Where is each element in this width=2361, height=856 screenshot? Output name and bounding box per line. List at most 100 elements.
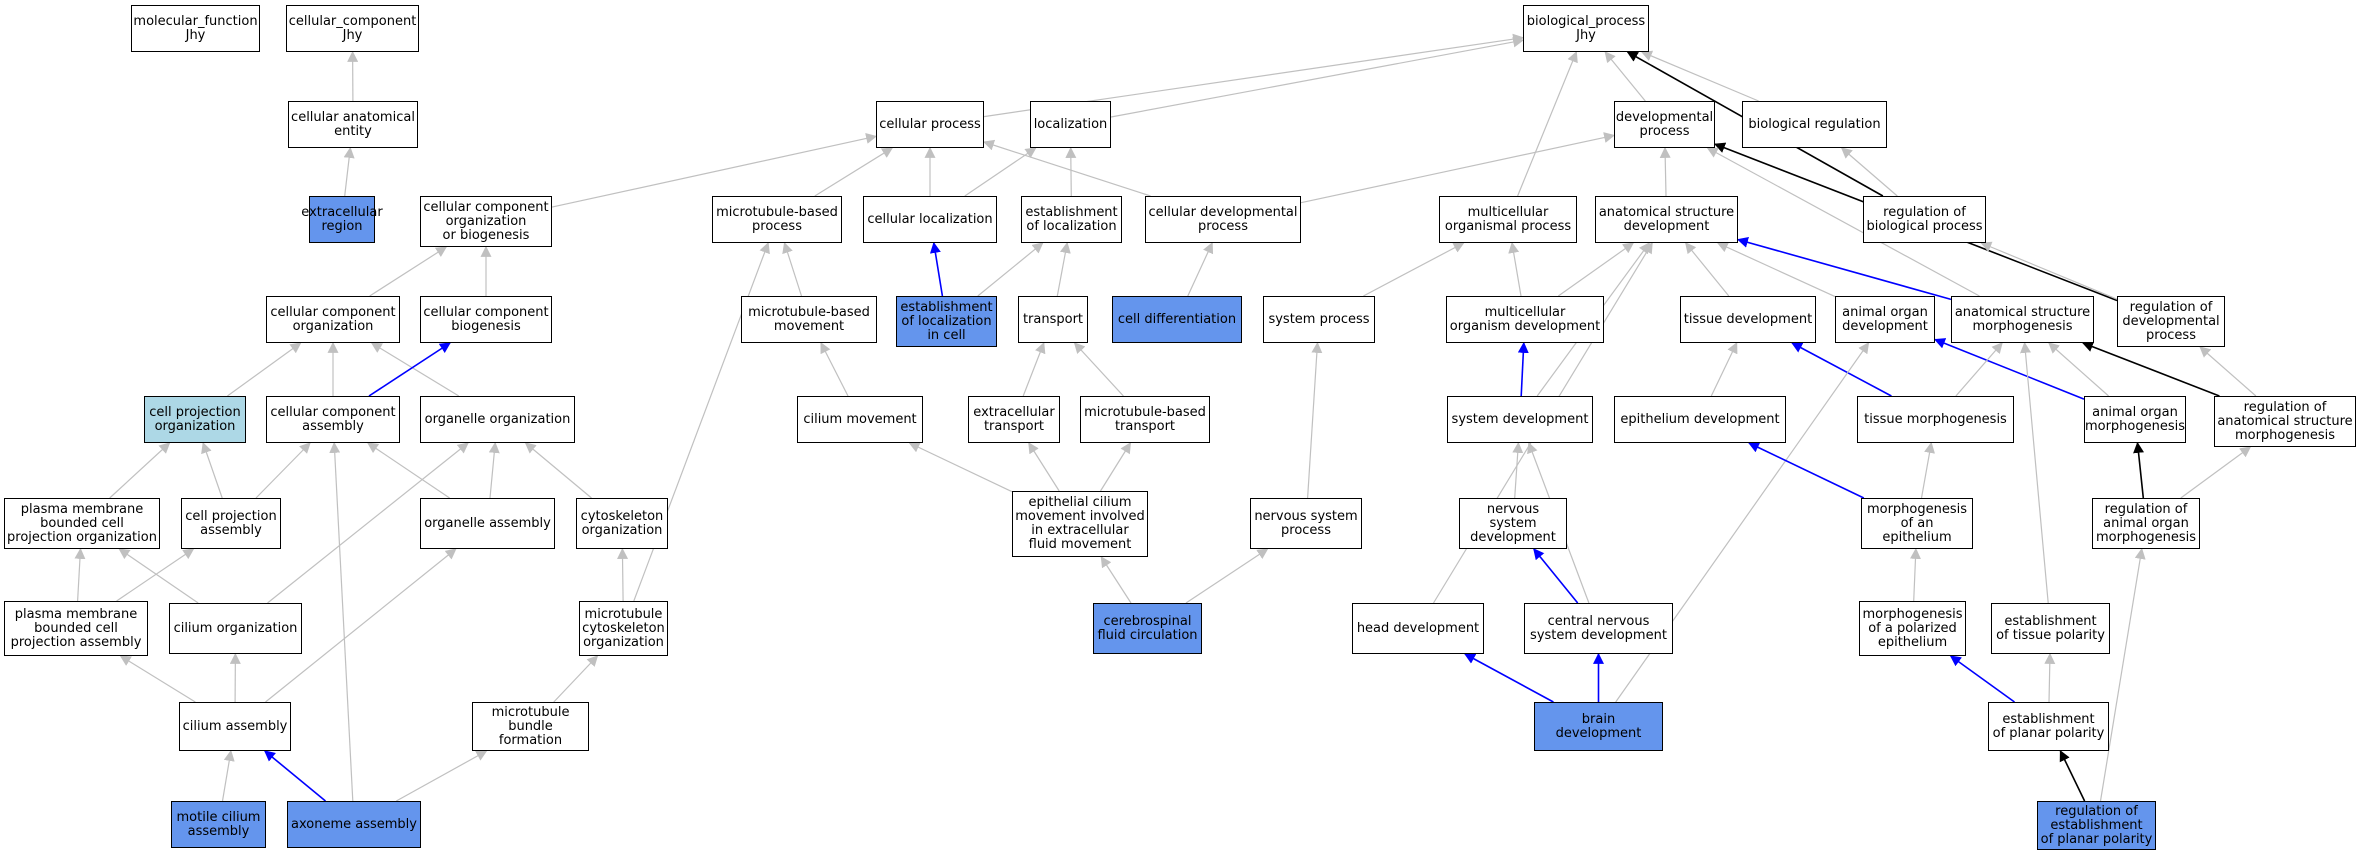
node-cc-assembly[interactable]: cellular component assembly (266, 396, 400, 443)
node-localization[interactable]: localization (1030, 101, 1111, 148)
node-system-development[interactable]: system development (1447, 396, 1593, 443)
node-regulation-of-developmental-process[interactable]: regulation of developmental process (2117, 296, 2225, 347)
edge-aod-to-asd (1716, 242, 1836, 298)
node-cilium-movement[interactable]: cilium movement (797, 396, 923, 443)
edge-cdiff-to-cdp (1187, 242, 1214, 297)
node-brain-development[interactable]: brain development (1534, 702, 1663, 751)
edge-csfc-to-ecm (1100, 556, 1132, 604)
node-cellular-component[interactable]: cellular_component Jhy (286, 5, 419, 52)
edge-cpa-to-cpo (201, 441, 223, 499)
node-cc-organization-or-biogenesis[interactable]: cellular component organization or bioge… (420, 196, 552, 247)
node-establishment-of-tissue-polarity[interactable]: establishment of tissue polarity (1991, 603, 2110, 654)
node-molecular-function[interactable]: molecular_function Jhy (131, 5, 260, 52)
node-tissue-development[interactable]: tissue development (1680, 296, 1816, 343)
edge-er-to-cae (343, 146, 355, 197)
edge-eolc-to-eol (977, 242, 1044, 297)
node-cellular-developmental-process[interactable]: cellular developmental process (1145, 196, 1301, 243)
node-establishment-of-localization-in-cell[interactable]: establishment of localization in cell (896, 296, 997, 347)
node-cell-projection-organization[interactable]: cell projection organization (144, 396, 246, 443)
edge-mco-to-cyto (617, 547, 629, 602)
node-nervous-system-development[interactable]: nervous system development (1459, 498, 1567, 549)
edge-aa-to-cca (329, 441, 354, 802)
edge-cco-to-ccob (369, 246, 448, 297)
node-regulation-of-anatomical-structure-morphogenesis[interactable]: regulation of anatomical structure morph… (2214, 396, 2356, 447)
node-animal-organ-development[interactable]: animal organ development (1835, 296, 1935, 343)
edge-sp-to-mop (1363, 242, 1465, 297)
edge-cdp-to-cp (982, 139, 1151, 197)
node-system-process[interactable]: system process (1263, 296, 1375, 343)
node-anatomical-structure-morphogenesis[interactable]: anatomical structure morphogenesis (1951, 296, 2094, 343)
node-multicellular-organismal-process[interactable]: multicellular organismal process (1439, 196, 1577, 243)
node-regulation-of-establishment-of-planar-polarity[interactable]: regulation of establishment of planar po… (2037, 801, 2156, 850)
node-plasma-membrane-bounded-cell-projection-organization[interactable]: plasma membrane bounded cell projection … (4, 498, 160, 549)
node-multicellular-organism-development[interactable]: multicellular organism development (1446, 296, 1604, 343)
node-morphogenesis-of-an-epithelium[interactable]: morphogenesis of an epithelium (1861, 498, 1973, 549)
node-motile-cilium-assembly[interactable]: motile cilium assembly (171, 801, 266, 848)
node-cerebrospinal-fluid-circulation[interactable]: cerebrospinal fluid circulation (1093, 603, 1202, 654)
edge-nsd-to-sd (1512, 441, 1524, 499)
node-cilium-assembly[interactable]: cilium assembly (179, 702, 291, 751)
node-cell-differentiation[interactable]: cell differentiation (1112, 296, 1242, 343)
node-plasma-membrane-bounded-cell-projection-assembly[interactable]: plasma membrane bounded cell projection … (4, 601, 148, 656)
edge-loc-to-bp (1110, 36, 1525, 118)
edge-raom-to-aom (2133, 441, 2145, 499)
node-epithelial-cilium-movement[interactable]: epithelial cilium movement involved in e… (1012, 491, 1148, 557)
edge-td-to-asd (1685, 242, 1730, 297)
node-animal-organ-morphogenesis[interactable]: animal organ morphogenesis (2084, 396, 2186, 443)
edge-tr-to-eol (1056, 241, 1071, 297)
node-cc-biogenesis[interactable]: cellular component biogenesis (420, 296, 552, 343)
edge-pmbcpa-to-pmbcpo (74, 547, 86, 602)
edge-rbp-to-br (1840, 147, 1898, 197)
node-developmental-process[interactable]: developmental process (1614, 101, 1715, 148)
node-microtubule-bundle-formation[interactable]: microtubule bundle formation (472, 702, 589, 751)
node-extracellular-transport[interactable]: extracellular transport (968, 396, 1060, 443)
edge-cyto-to-oo (524, 442, 592, 499)
edge-sd-to-mod (1517, 341, 1529, 397)
node-cellular-anatomical-entity[interactable]: cellular anatomical entity (288, 101, 418, 148)
edge-eol-to-loc (1065, 146, 1077, 197)
node-epithelium-development[interactable]: epithelium development (1614, 396, 1786, 443)
node-tissue-morphogenesis[interactable]: tissue morphogenesis (1857, 396, 2014, 443)
node-cilium-organization[interactable]: cilium organization (169, 603, 302, 654)
edge-ca-to-pmbcpa (119, 655, 196, 703)
node-axoneme-assembly[interactable]: axoneme assembly (287, 801, 421, 848)
node-regulation-of-animal-organ-morphogenesis[interactable]: regulation of animal organ morphogenesis (2092, 498, 2200, 549)
node-head-development[interactable]: head development (1352, 603, 1484, 654)
edge-moe-to-epd (1748, 442, 1865, 499)
node-transport[interactable]: transport (1018, 296, 1088, 343)
node-organelle-organization[interactable]: organelle organization (420, 396, 575, 443)
node-biological-process[interactable]: biological_process Jhy (1523, 5, 1649, 52)
edge-cpo-to-cco (227, 342, 302, 397)
node-extracellular-region[interactable]: extracellular region (301, 196, 383, 243)
node-microtubule-based-transport[interactable]: microtubule-based transport (1080, 396, 1210, 443)
edge-ecm-to-mbt (1099, 442, 1131, 492)
node-microtubule-cytoskeleton-organization[interactable]: microtubule cytoskeleton organization (579, 601, 668, 656)
edge-pmbcpa-to-cpa (116, 548, 195, 602)
node-cell-projection-assembly[interactable]: cell projection assembly (181, 498, 281, 549)
node-cc-organization[interactable]: cellular component organization (266, 296, 400, 343)
edge-raom-to-rasm (2180, 446, 2252, 499)
edge-repp-to-raom (2099, 547, 2146, 802)
node-establishment-of-localization[interactable]: establishment of localization (1021, 196, 1122, 243)
edge-mod-to-asd (1557, 242, 1635, 297)
edge-cdp-to-dp (1300, 132, 1616, 204)
node-cellular-process[interactable]: cellular process (876, 101, 984, 148)
node-microtubule-based-process[interactable]: microtubule-based process (712, 196, 842, 243)
node-cytoskeleton-organization[interactable]: cytoskeleton organization (576, 498, 668, 549)
node-regulation-of-biological-process[interactable]: regulation of biological process (1863, 196, 1986, 243)
edge-moe-to-tm (1920, 441, 1935, 499)
edge-aom-to-aod (1933, 338, 2085, 400)
node-nervous-system-process[interactable]: nervous system process (1250, 498, 1362, 549)
node-microtubule-based-movement[interactable]: microtubule-based movement (741, 296, 877, 343)
node-morphogenesis-of-a-polarized-epithelium[interactable]: morphogenesis of a polarized epithelium (1859, 601, 1966, 656)
edge-mca-to-ca (221, 749, 235, 802)
edge-mop-to-bp (1517, 50, 1578, 197)
node-cellular-localization[interactable]: cellular localization (863, 196, 997, 243)
node-anatomical-structure-development[interactable]: anatomical structure development (1595, 196, 1738, 243)
node-central-nervous-system-development[interactable]: central nervous system development (1524, 603, 1673, 654)
node-establishment-of-planar-polarity[interactable]: establishment of planar polarity (1988, 702, 2109, 751)
edge-epd-to-td (1710, 342, 1738, 397)
node-organelle-assembly[interactable]: organelle assembly (420, 498, 555, 549)
node-biological-regulation[interactable]: biological regulation (1742, 101, 1887, 148)
